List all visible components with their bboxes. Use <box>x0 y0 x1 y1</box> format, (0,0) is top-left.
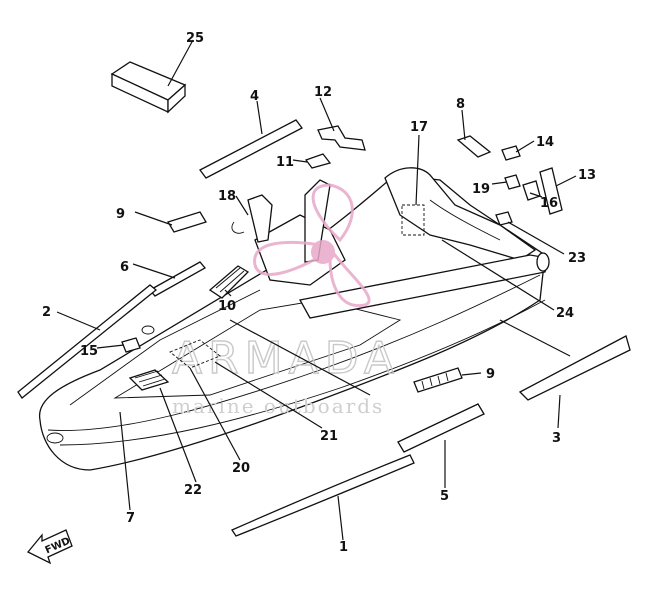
callout-10: 10 <box>218 299 236 314</box>
callout-20: 20 <box>232 461 250 476</box>
watermark-brand: ARMADA <box>172 333 400 384</box>
part-1-strip <box>231 454 415 537</box>
callout-8: 8 <box>456 97 465 112</box>
part-14-decal <box>501 145 521 161</box>
part-25-pad <box>110 61 187 114</box>
callout-22: 22 <box>184 483 202 498</box>
part-8-decal <box>456 135 492 158</box>
callout-17: 17 <box>410 120 428 135</box>
part-9-upper-decal <box>167 211 207 233</box>
callout-12: 12 <box>314 85 332 100</box>
part-2-rail <box>17 284 158 399</box>
callout-5: 5 <box>440 489 449 504</box>
callout-14: 14 <box>536 135 554 150</box>
part-4-strip <box>199 119 303 179</box>
part-9-lower-grille <box>413 367 463 393</box>
callout-7: 7 <box>126 511 135 526</box>
handle-pole <box>254 167 537 286</box>
part-10-control <box>208 265 250 299</box>
part-18-clip <box>231 221 245 234</box>
callout-9-upper: 9 <box>116 207 125 222</box>
watermark-tagline: marine outboards <box>172 394 384 418</box>
part-5-strip <box>397 403 485 453</box>
part-15-decal <box>121 337 141 353</box>
callout-18: 18 <box>218 189 236 204</box>
part-16-decal <box>522 180 541 201</box>
callout-16: 16 <box>540 196 558 211</box>
callout-21: 21 <box>320 429 338 444</box>
callout-13: 13 <box>578 168 596 183</box>
fwd-arrow-icon: FWD <box>26 529 73 565</box>
part-11-decal <box>304 153 332 169</box>
part-13-decal <box>539 167 563 215</box>
callout-1: 1 <box>339 540 348 555</box>
callout-3: 3 <box>552 431 561 446</box>
part-18-bracket <box>247 194 273 243</box>
part-3-strip <box>518 335 631 401</box>
watermark-logo <box>253 183 371 308</box>
callout-24: 24 <box>556 306 574 321</box>
callout-9-lower: 9 <box>486 367 495 382</box>
callout-19: 19 <box>472 182 490 197</box>
callout-15: 15 <box>80 344 98 359</box>
leader-lines <box>56 39 577 541</box>
callout-25: 25 <box>186 31 204 46</box>
callout-4: 4 <box>250 89 259 104</box>
part-19-decal <box>504 174 521 190</box>
callout-11: 11 <box>276 155 294 170</box>
callout-23: 23 <box>568 251 586 266</box>
part-21-panel <box>169 339 221 369</box>
callout-6: 6 <box>120 260 129 275</box>
part-12-decal <box>317 125 366 151</box>
callout-2: 2 <box>42 305 51 320</box>
part-22-grille <box>128 369 170 391</box>
part-23-decal <box>495 211 513 226</box>
side-rail <box>298 252 550 319</box>
part-6-strip <box>148 261 207 297</box>
